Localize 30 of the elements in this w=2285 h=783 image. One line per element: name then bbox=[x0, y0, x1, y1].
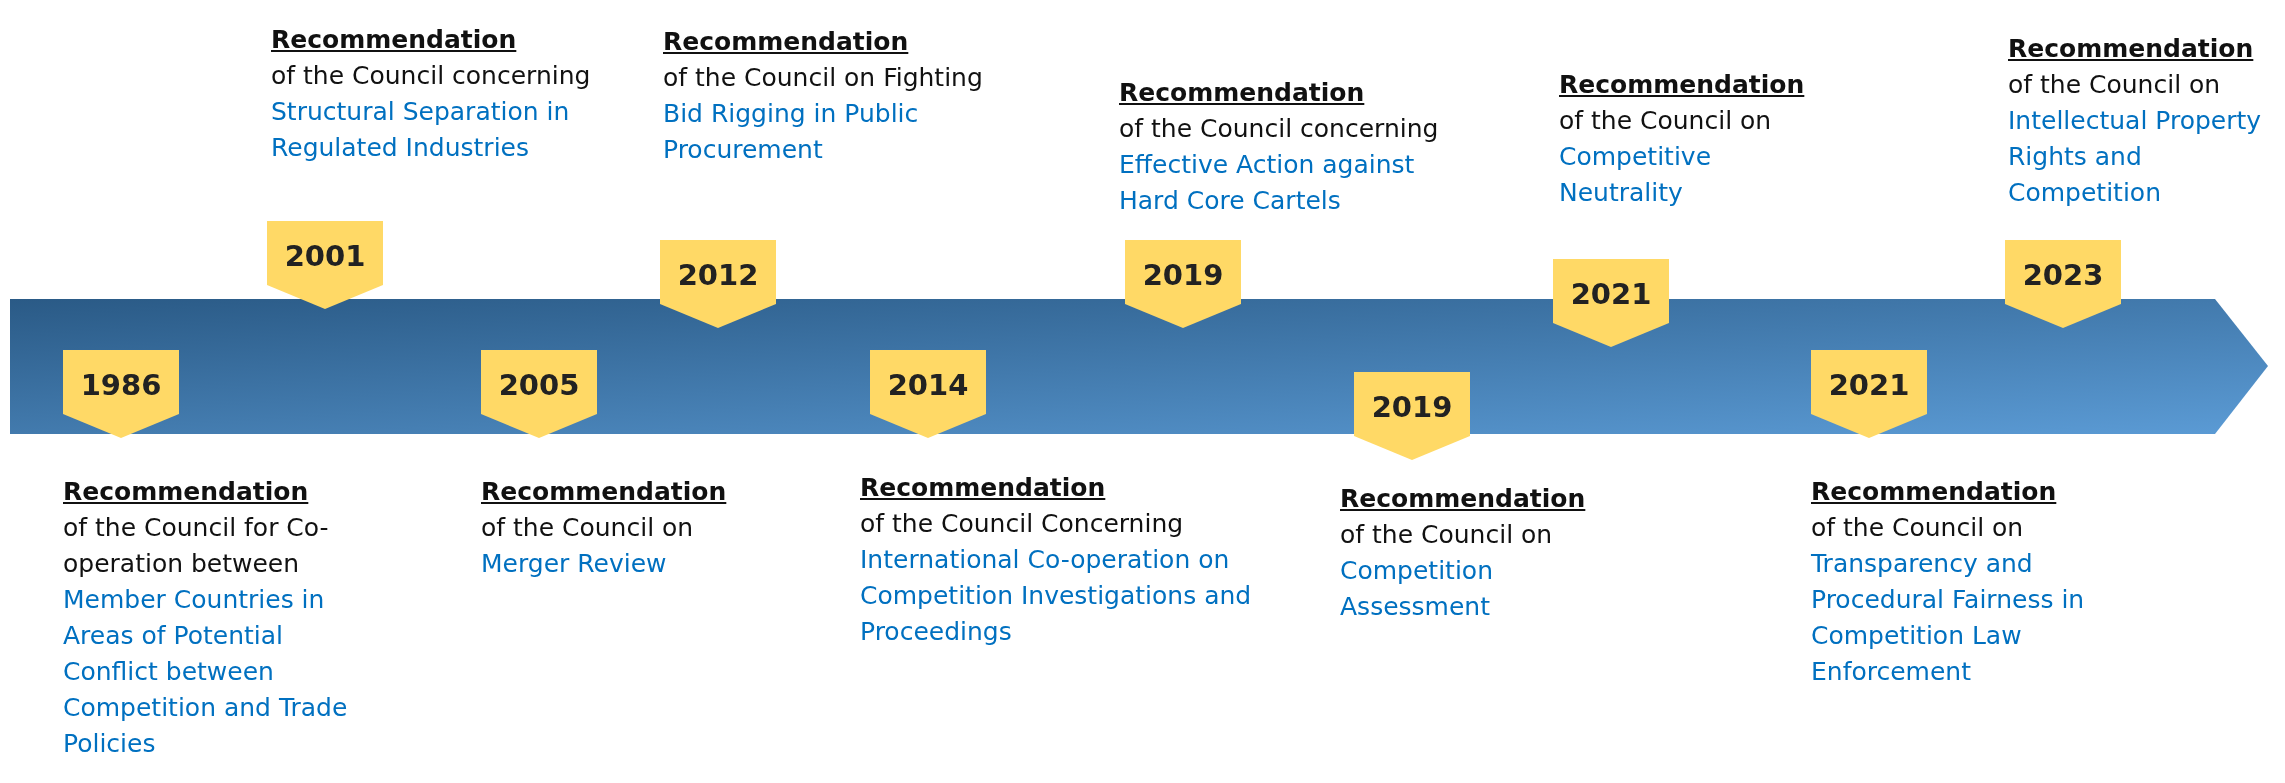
description-text: of the Council on Fighting Bid Rigging in Public Procurement bbox=[663, 62, 984, 166]
year-label: 2019 bbox=[1370, 390, 1454, 424]
heading-text: Recommendation bbox=[481, 476, 727, 508]
year-label: 2005 bbox=[497, 368, 581, 402]
heading-text: Recommendation bbox=[1340, 483, 1586, 515]
description-text: of the Council on Transparency and Procedural Fairness in Competition Law Enforcement bbox=[1811, 512, 2086, 688]
description-text: of the Council on Intellectual Property Rights and Competition bbox=[2008, 69, 2263, 209]
year-label: 1986 bbox=[79, 368, 163, 402]
description-text: of the Council on Merger Review bbox=[481, 512, 695, 580]
description-text: of the Council on Competitive Neutrality bbox=[1559, 105, 1773, 209]
heading-text: Recommendation bbox=[271, 24, 517, 56]
year-label: 2014 bbox=[886, 368, 970, 402]
heading-text: Recommendation bbox=[1559, 69, 1805, 101]
year-label: 2012 bbox=[676, 258, 760, 292]
description-text: of the Council on Competition Assessment bbox=[1340, 519, 1554, 623]
year-label: 2021 bbox=[1569, 277, 1653, 311]
heading-text: Recommendation bbox=[2008, 33, 2254, 65]
description-text: of the Council for Co-operation between Member Countries in Areas of Potential Conflict between Competition and Trade Policies bbox=[63, 512, 349, 760]
year-label: 2019 bbox=[1141, 258, 1225, 292]
description-text: of the Council concerning Effective Action against Hard Core Cartels bbox=[1119, 113, 1439, 217]
description-text: of the Council concerning Structural Separation in Regulated Industries bbox=[271, 60, 592, 164]
heading-text: Recommendation bbox=[1811, 476, 2057, 508]
year-label: 2023 bbox=[2021, 258, 2105, 292]
year-label: 2001 bbox=[283, 239, 367, 273]
description-text: of the Council Concerning International Co-operation on Competition Investigations and Proceedings bbox=[860, 508, 1253, 648]
heading-text: Recommendation bbox=[1119, 77, 1365, 109]
heading-text: Recommendation bbox=[860, 472, 1106, 504]
year-label: 2021 bbox=[1827, 368, 1911, 402]
heading-text: Recommendation bbox=[63, 476, 309, 508]
heading-text: Recommendation bbox=[663, 26, 909, 58]
